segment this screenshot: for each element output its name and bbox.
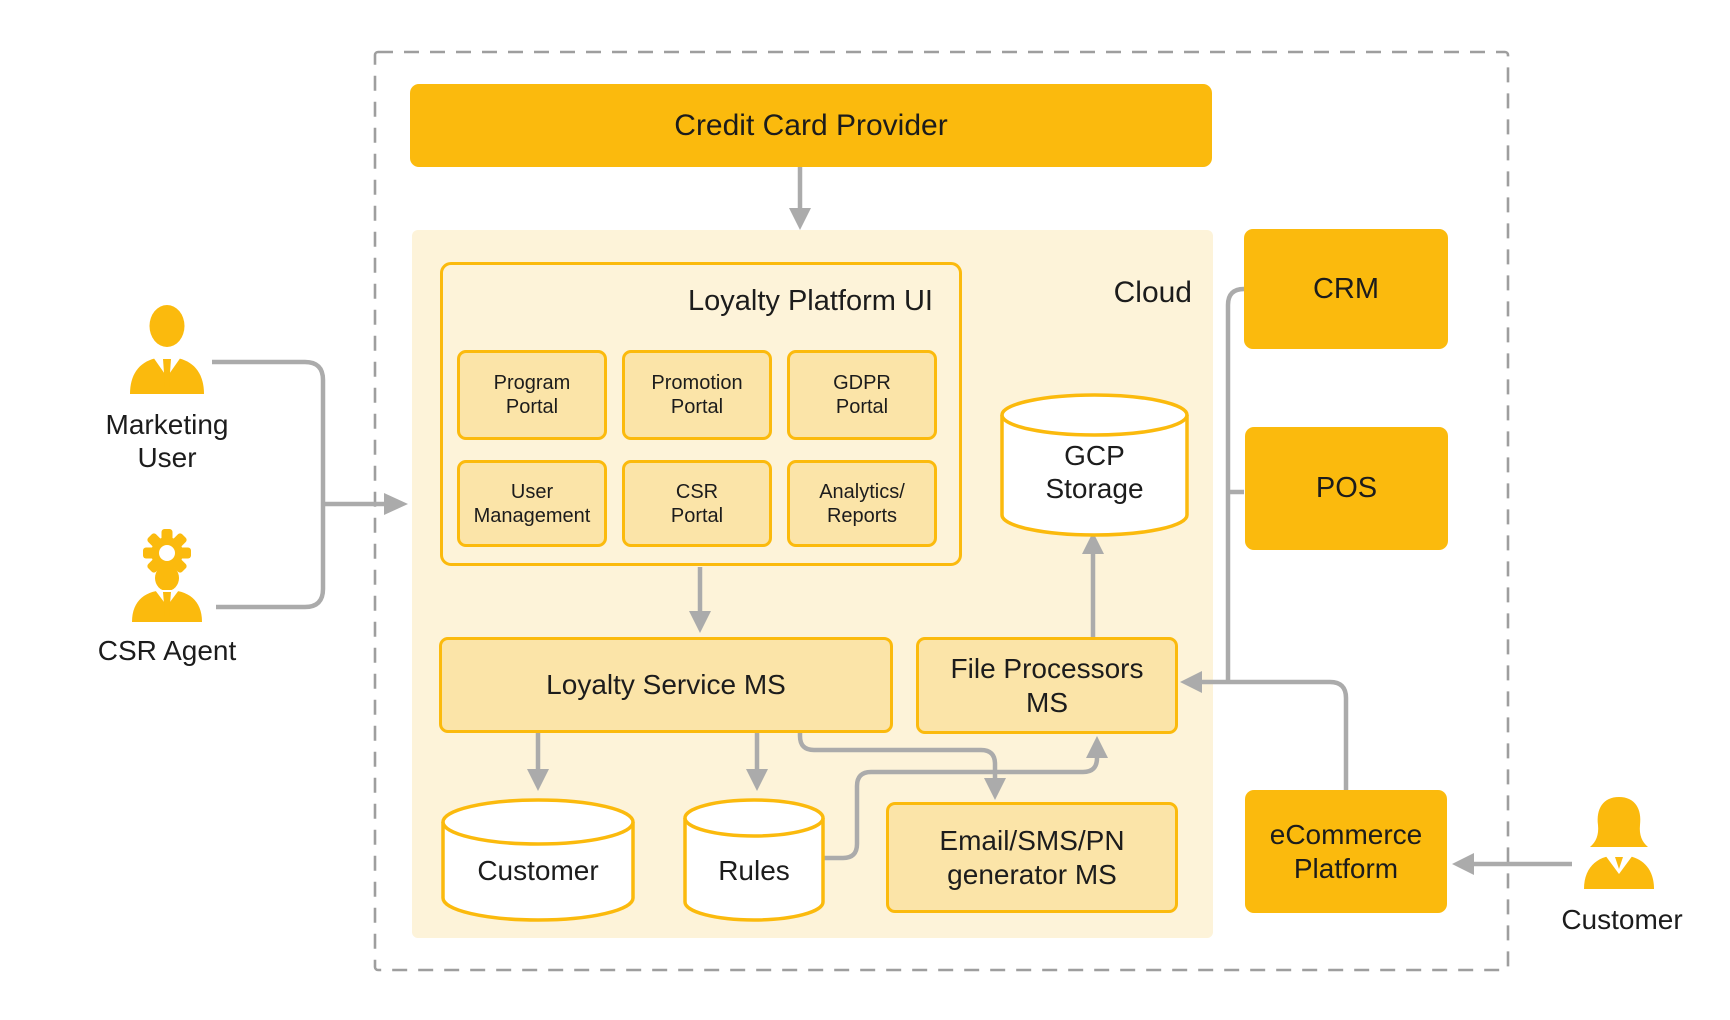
loyalty-platform-ui-title: Loyalty Platform UI <box>688 285 933 317</box>
rules-db-label: Rules <box>718 855 790 886</box>
system-boundary <box>373 50 1510 972</box>
gcp-storage-cylinder-top <box>1000 393 1189 437</box>
portal-program: Program Portal <box>457 350 607 440</box>
connectors <box>212 166 1572 867</box>
edge-crm-branch <box>1225 286 1245 682</box>
csr-agent-label: CSR Agent <box>97 635 237 666</box>
edge-users-bracket <box>212 359 326 610</box>
file-processors-ms-node: File Processors MS <box>916 637 1178 734</box>
portal-user-management: User Management <box>457 460 607 547</box>
credit-card-provider-label: Credit Card Provider <box>674 108 948 142</box>
customer-label: Customer <box>1561 904 1683 935</box>
gcp-storage-label: GCP Storage <box>1045 440 1144 504</box>
arrowhead-right-icon <box>384 493 408 515</box>
edge-loyalty-to-email <box>797 733 998 778</box>
portal-analytics-reports: Analytics/ Reports <box>787 460 937 547</box>
credit-card-provider-node: Credit Card Provider <box>410 84 1212 167</box>
ecommerce-platform-node: eCommerce Platform <box>1245 790 1447 913</box>
portal-promotion: Promotion Portal <box>622 350 772 440</box>
edge-ecommerce-branch <box>1228 679 1349 790</box>
arrowhead-down-icon <box>689 611 711 633</box>
arrowhead-left-icon <box>1452 853 1474 875</box>
customer-db-cylinder-top <box>441 798 635 846</box>
arrowhead-left-icon <box>1180 671 1202 693</box>
marketing-user-label: Marketing User <box>105 409 229 474</box>
crm-node: CRM <box>1244 229 1448 349</box>
customer-db-label: Customer <box>477 855 599 886</box>
email-sms-pn-generator-ms-node: Email/SMS/PN generator MS <box>886 802 1178 913</box>
gcp-storage-cylinder <box>1000 415 1189 537</box>
customer-db-cylinder <box>441 822 635 922</box>
datastores <box>441 393 1189 922</box>
rules-db-cylinder-top <box>683 798 825 838</box>
portal-gdpr: GDPR Portal <box>787 350 937 440</box>
person-icon <box>123 302 211 394</box>
person-gear-icon <box>120 526 215 622</box>
gear-icon <box>143 529 191 577</box>
cloud-label: Cloud <box>1113 276 1192 309</box>
edge-rules-to-fileprocessors <box>823 757 1100 861</box>
rules-db-cylinder <box>683 818 825 922</box>
portal-csr: CSR Portal <box>622 460 772 547</box>
arrowhead-down-icon <box>746 769 768 791</box>
person-female-icon <box>1576 793 1662 889</box>
arrowhead-down-icon <box>789 208 811 230</box>
arrowhead-up-icon <box>1086 736 1108 758</box>
arrowhead-down-icon <box>984 778 1006 800</box>
pos-node: POS <box>1245 427 1448 550</box>
arrowheads <box>384 208 1474 875</box>
arrowhead-down-icon <box>527 769 549 791</box>
arrowhead-up-icon <box>1082 532 1104 554</box>
loyalty-service-ms-node: Loyalty Service MS <box>439 637 893 733</box>
